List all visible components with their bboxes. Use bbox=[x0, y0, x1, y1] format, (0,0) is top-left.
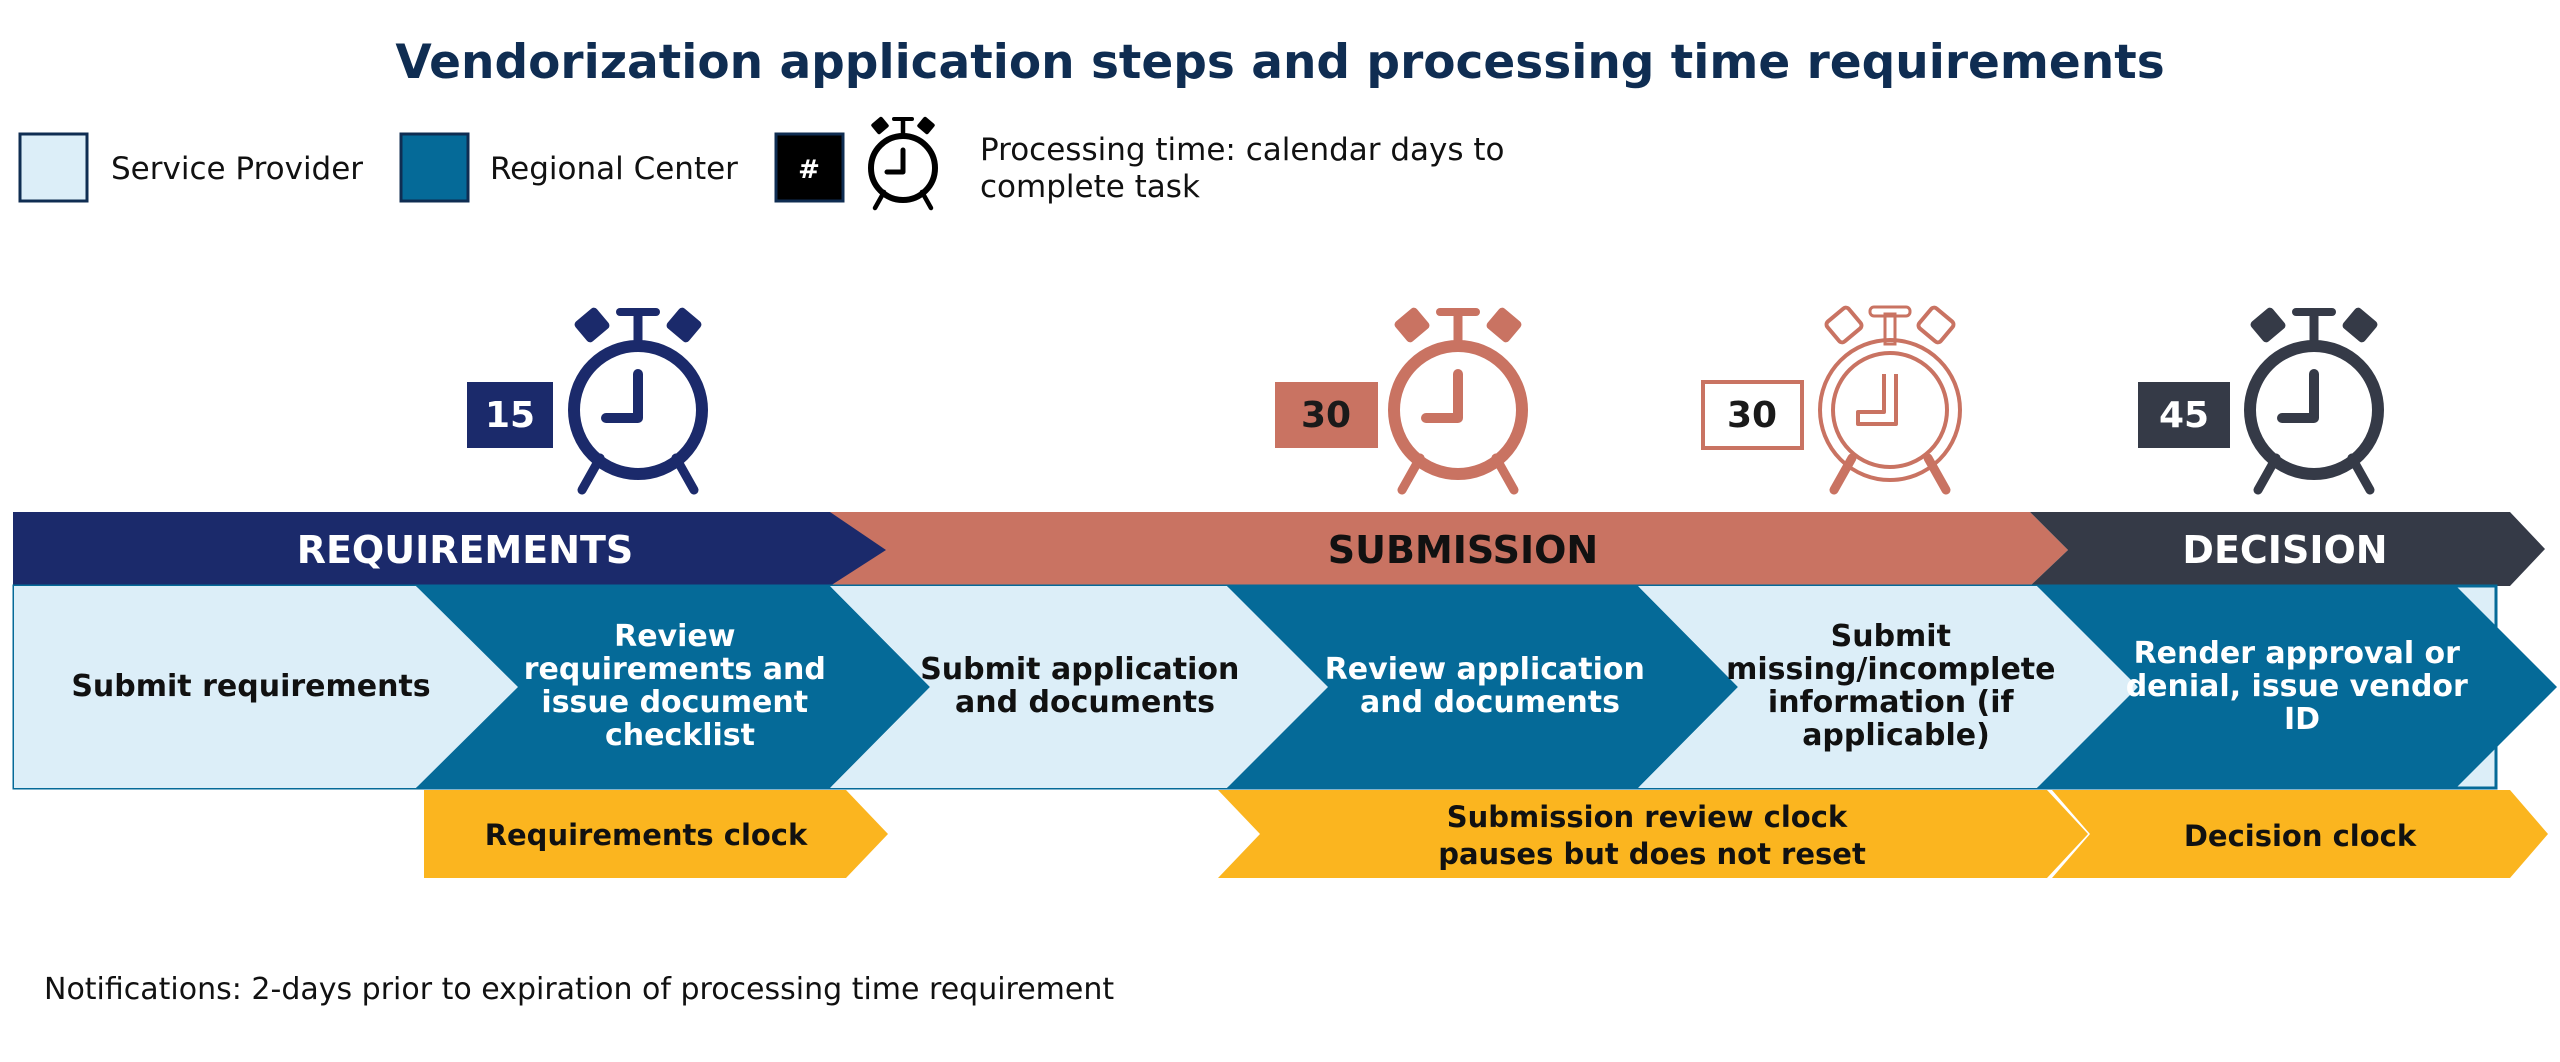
phase-bar: REQUIREMENTS SUBMISSION DECISION bbox=[13, 512, 2545, 586]
timer-badge bbox=[467, 382, 553, 448]
timer-requirements: 15 bbox=[467, 307, 708, 495]
step-label-render-decision: Render approval or denial, issue vendor … bbox=[2126, 636, 2479, 737]
clock-submission-arrow bbox=[1218, 790, 2088, 878]
step-row: Submit requirements Review requirements … bbox=[12, 584, 2557, 790]
legend-swatch-regional-center bbox=[399, 132, 470, 203]
timer-badge bbox=[1275, 382, 1378, 448]
phase-requirements-shape bbox=[13, 512, 886, 586]
step-shape bbox=[1638, 586, 2138, 788]
phase-decision-shape bbox=[2030, 512, 2545, 586]
clock-requirements-label: Requirements clock bbox=[485, 818, 808, 852]
step-label-submit-application: Submit application and documents bbox=[920, 652, 1250, 720]
legend-swatch-service-provider bbox=[18, 132, 89, 203]
step-shape bbox=[2037, 586, 2557, 788]
alarm-clock-outline-icon bbox=[1818, 305, 1962, 495]
timer-days: 45 bbox=[2159, 395, 2209, 436]
legend-label-processing-time-2: complete task bbox=[980, 169, 1200, 205]
step-label-submit-requirements: Submit requirements bbox=[71, 669, 430, 704]
alarm-clock-icon bbox=[1388, 307, 1528, 495]
clock-submission-label: Submission review clock pauses but does … bbox=[1438, 800, 1866, 871]
step-shape bbox=[830, 586, 1328, 788]
step-label-review-requirements: Review requirements and issue document c… bbox=[524, 619, 837, 753]
legend-label-service-provider: Service Provider bbox=[111, 151, 363, 187]
timer-days: 30 bbox=[1301, 395, 1351, 436]
legend-label-regional-center: Regional Center bbox=[490, 151, 738, 187]
step-shape bbox=[1227, 586, 1738, 788]
phase-submission-label: SUBMISSION bbox=[1328, 528, 1598, 572]
alarm-clock-icon bbox=[568, 307, 708, 495]
phase-decision-label: DECISION bbox=[2182, 528, 2387, 572]
alarm-clock-icon bbox=[2244, 307, 2384, 495]
step-label-review-application: Review application and documents bbox=[1325, 652, 1656, 720]
legend-swatch-days bbox=[774, 132, 845, 203]
step-shape bbox=[14, 586, 518, 788]
timer-days: 15 bbox=[485, 395, 535, 436]
phase-submission-shape bbox=[830, 512, 2068, 586]
notifications-footnote: Notifications: 2-days prior to expiratio… bbox=[44, 972, 1114, 1007]
legend-label-processing-time-1: Processing time: calendar days to bbox=[980, 132, 1505, 168]
timer-submission: 30 bbox=[1275, 307, 1528, 495]
legend: Service Provider Regional Center # Proce… bbox=[18, 116, 1505, 211]
phase-requirements-label: REQUIREMENTS bbox=[297, 528, 634, 572]
legend-alarm-clock-icon bbox=[868, 116, 938, 211]
step-shape bbox=[416, 586, 930, 788]
timer-decision: 45 bbox=[2138, 307, 2384, 495]
clock-decision-label: Decision clock bbox=[2184, 819, 2417, 853]
legend-hash-symbol: # bbox=[798, 155, 820, 185]
step-label-submit-missing: Submit missing/incomplete information (i… bbox=[1726, 619, 2066, 753]
clock-requirements-arrow bbox=[424, 790, 888, 878]
timer-missing-info: 30 bbox=[1701, 305, 1962, 495]
timer-days: 30 bbox=[1727, 395, 1777, 436]
clock-decision-arrow bbox=[2052, 790, 2548, 878]
clock-row: Requirements clock Submission review clo… bbox=[424, 790, 2548, 878]
timer-badge bbox=[2138, 382, 2230, 448]
timer-badge bbox=[1701, 380, 1804, 450]
page-title: Vendorization application steps and proc… bbox=[395, 35, 2164, 90]
